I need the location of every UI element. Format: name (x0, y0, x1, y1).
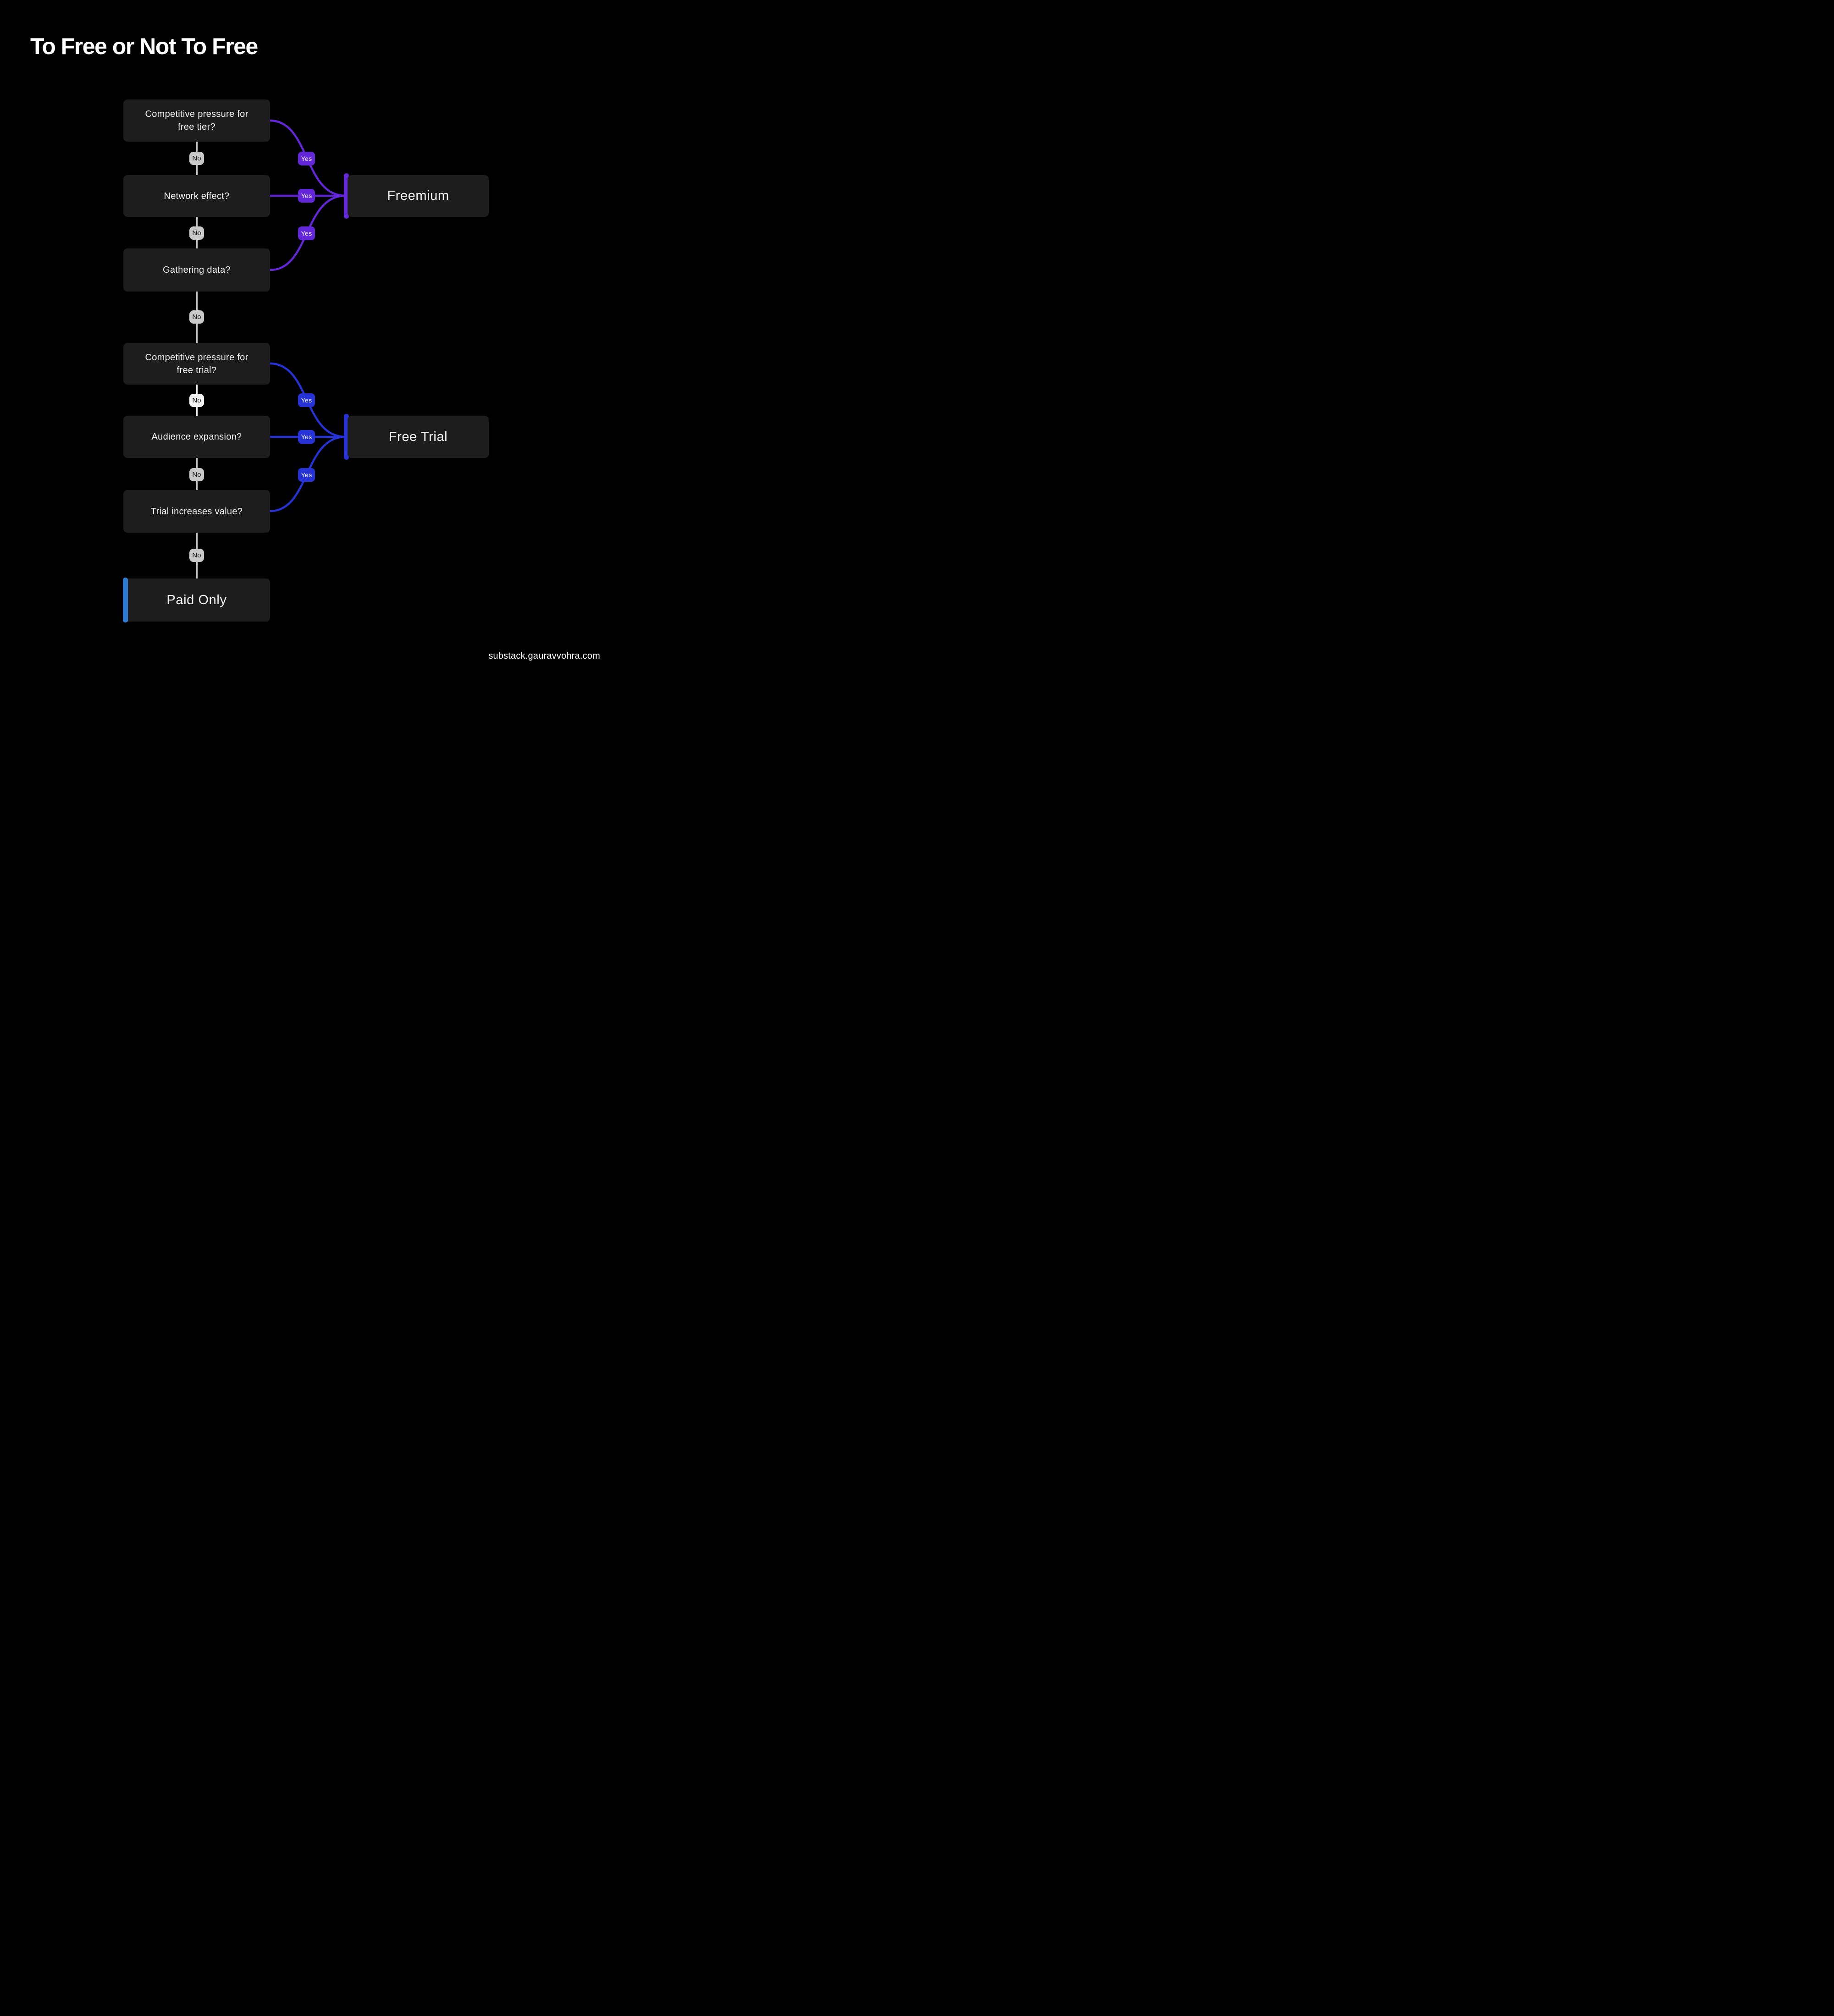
yes-badge-4: Yes (298, 393, 315, 407)
paid-only-accent-bar (123, 578, 128, 622)
node-question-network-effect: Network effect? (123, 175, 270, 217)
no-badge-6: No (189, 549, 204, 562)
node-question-free-trial-pressure: Competitive pressure for free trial? (123, 343, 270, 385)
flowchart-canvas: To Free or Not To Free Competitive press… (0, 0, 611, 672)
node-question-gathering-data: Gathering data? (123, 248, 270, 292)
no-badge-2: No (189, 226, 204, 240)
node-question-free-tier-pressure: Competitive pressure for free tier? (123, 99, 270, 142)
yes-badge-6: Yes (298, 468, 315, 482)
node-question-audience-expansion: Audience expansion? (123, 416, 270, 458)
yes-badge-3: Yes (298, 226, 315, 240)
yes-badge-2: Yes (298, 189, 315, 203)
connector-lines (196, 119, 347, 578)
page-title: To Free or Not To Free (30, 33, 258, 59)
node-outcome-paid-only: Paid Only (123, 578, 270, 622)
node-outcome-freemium: Freemium (348, 175, 489, 217)
no-badge-1: No (189, 152, 204, 165)
no-badge-4: No (189, 394, 204, 407)
yes-badge-1: Yes (298, 152, 315, 165)
node-outcome-free-trial: Free Trial (348, 416, 489, 458)
no-badge-5: No (189, 468, 204, 481)
node-question-trial-increases-value: Trial increases value? (123, 490, 270, 533)
freemium-accent-bar (344, 173, 349, 219)
footer-url: substack.gauravvohra.com (488, 651, 600, 661)
free-trial-accent-bar (344, 414, 349, 460)
no-badge-3: No (189, 310, 204, 324)
yes-badge-5: Yes (298, 430, 315, 444)
